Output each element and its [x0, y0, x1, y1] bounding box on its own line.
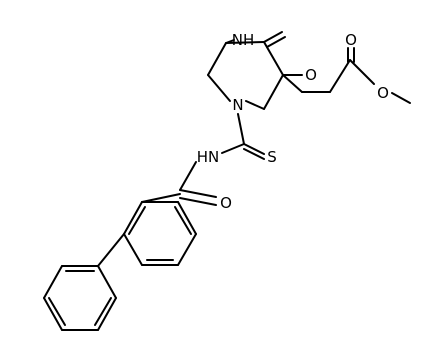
bond — [128, 206, 146, 235]
bond — [225, 39, 235, 44]
bond — [263, 74, 284, 110]
bond — [141, 193, 181, 203]
bond — [282, 74, 303, 93]
atom-labels: NH O O O N S HN O — [197, 31, 389, 212]
benzene-ring-1 — [123, 193, 197, 266]
bond — [94, 297, 112, 326]
atom-label-nh-ring: NH — [232, 31, 255, 49]
atom-label-o-ester: O — [377, 84, 389, 102]
bond — [123, 233, 143, 266]
bond — [179, 161, 197, 191]
benzene-ring-2 — [43, 265, 117, 331]
biphenyl-bond — [97, 233, 125, 267]
bond — [225, 41, 265, 44]
atom-label-s-thio: S — [267, 148, 277, 166]
atom-label-n-ring: N — [232, 96, 243, 114]
bond — [43, 265, 63, 299]
atom-label-nh-amide: HN — [197, 148, 220, 166]
atom-label-o-ester-carbonyl: O — [345, 31, 357, 49]
bond — [263, 31, 283, 43]
bond — [391, 92, 411, 104]
bond — [177, 233, 197, 266]
atom-label-o-ring: O — [305, 66, 317, 84]
bond — [174, 206, 192, 235]
bond — [43, 297, 63, 331]
bond — [177, 201, 197, 235]
bond — [179, 189, 217, 198]
bond — [245, 100, 265, 110]
bond — [243, 148, 265, 160]
bond — [266, 36, 286, 48]
bond — [329, 59, 351, 93]
bond — [179, 197, 217, 206]
atom-label-o-amide: O — [220, 194, 232, 212]
ester-side-chain — [282, 47, 411, 104]
bond — [207, 42, 227, 76]
bond — [48, 297, 66, 326]
thiourea-linker — [179, 113, 265, 206]
bond — [349, 59, 375, 85]
bond — [123, 201, 143, 235]
bond — [237, 113, 245, 145]
bond — [97, 265, 117, 299]
bond — [243, 143, 265, 155]
ring-carbonyl — [263, 31, 303, 76]
bond — [221, 143, 245, 154]
bond — [207, 74, 231, 102]
bond — [97, 297, 117, 331]
piperazinone-ring — [207, 39, 284, 110]
